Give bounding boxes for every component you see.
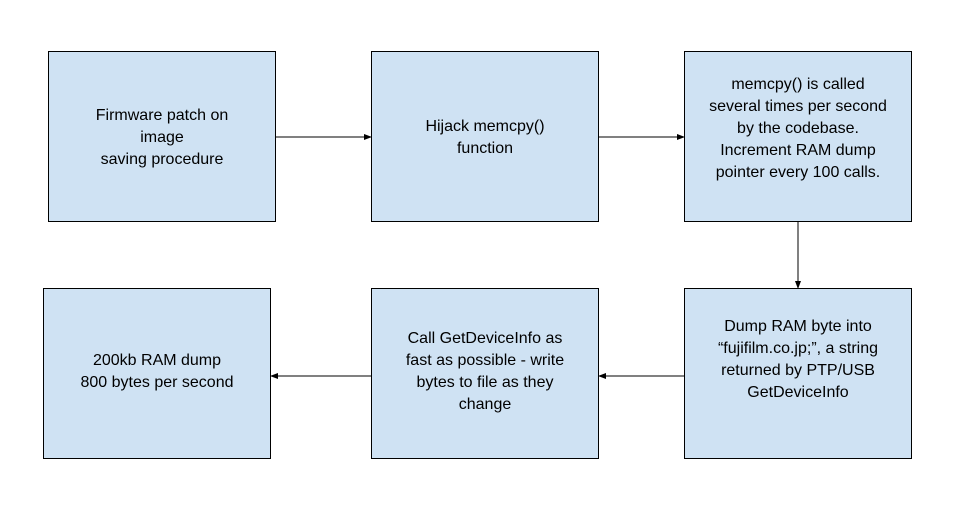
node-call-getdeviceinfo-label: Call GetDeviceInfo as fast as possible -… [405, 329, 565, 413]
node-firmware-patch-label: Firmware patch on image saving procedure [95, 106, 229, 168]
node-dump-ram-byte-label: Dump RAM byte into “fujifilm.co.jp;”, a … [717, 317, 879, 401]
node-memcpy-called-label: memcpy() is called several times per sec… [709, 75, 887, 181]
node-call-getdeviceinfo: Call GetDeviceInfo as fast as possible -… [371, 288, 599, 459]
node-ram-dump-result-label: 200kb RAM dump 800 bytes per second [80, 351, 234, 391]
node-firmware-patch: Firmware patch on image saving procedure [48, 51, 276, 222]
node-dump-ram-byte: Dump RAM byte into “fujifilm.co.jp;”, a … [684, 288, 912, 459]
node-memcpy-called: memcpy() is called several times per sec… [684, 51, 912, 222]
node-hijack-memcpy-label: Hijack memcpy() function [425, 117, 545, 157]
node-hijack-memcpy: Hijack memcpy() function [371, 51, 599, 222]
node-ram-dump-result: 200kb RAM dump 800 bytes per second [43, 288, 271, 459]
